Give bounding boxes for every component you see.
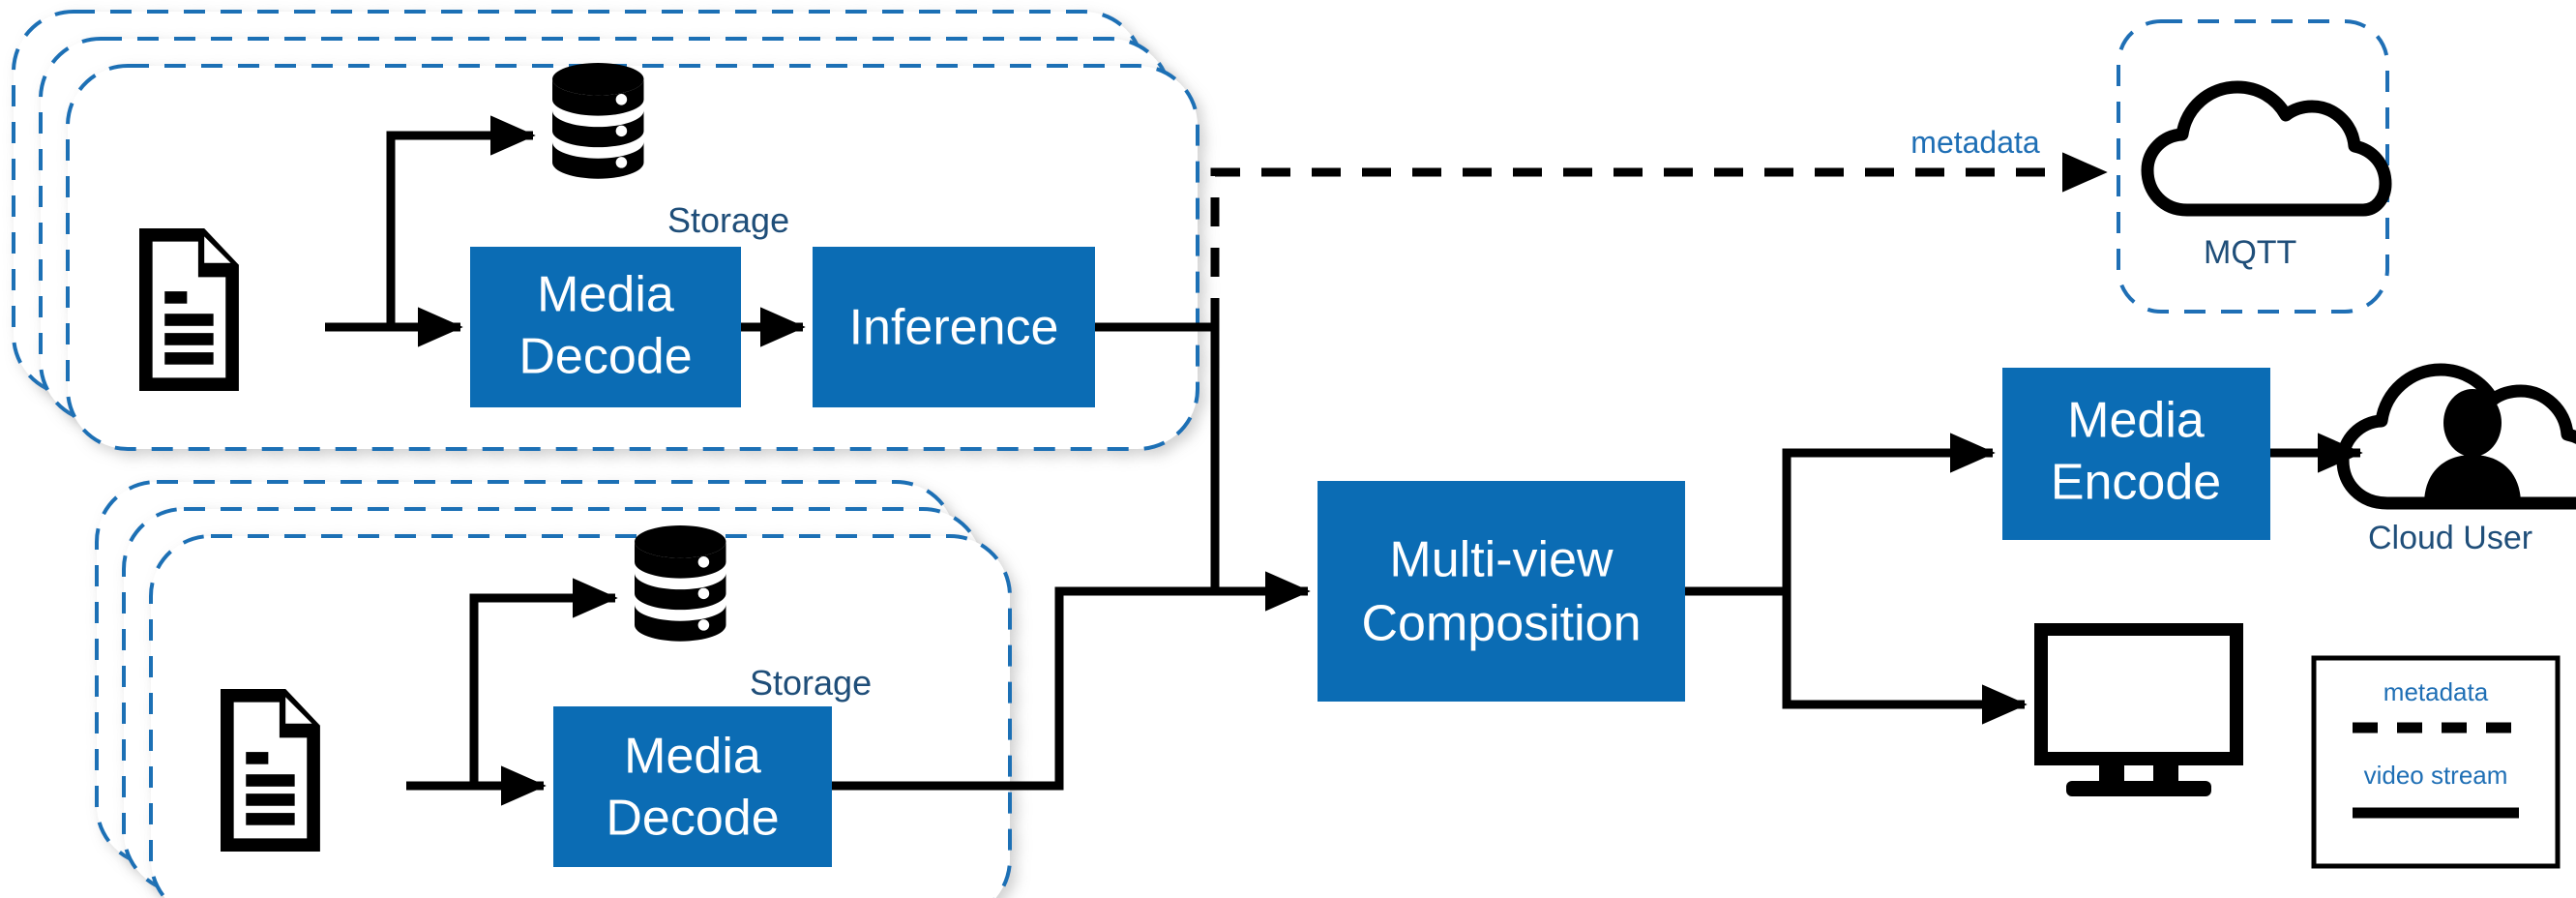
media-encode-box[interactable]: Media Encode [2002,368,2270,540]
edge-doc-to-storage-top [386,115,536,327]
media-decode-label-line1-bottom: Media [624,729,761,785]
cloud-user-icon: Cloud User [2336,363,2576,556]
legend-label-metadata: metadata [2384,677,2489,706]
composition-label-line2: Composition [1361,596,1641,652]
cloud-user-label: Cloud User [2368,520,2532,556]
media-encode-label-line1: Media [2067,393,2205,449]
inference-box[interactable]: Inference [813,247,1095,407]
storage-label-bottom: Storage [750,663,872,703]
bottom-pipeline-edges [406,571,1311,806]
media-decode-box-bottom[interactable]: Media Decode [553,706,832,867]
metadata-edge-label: metadata [1910,125,2040,160]
monitor-icon [2034,623,2243,796]
edge-doc-to-storage-bottom [469,578,618,786]
multi-view-composition-box[interactable]: Multi-view Composition [1318,481,1685,702]
bottom-pipeline-nodes: Storage Media Decode [221,525,872,867]
document-icon [221,689,320,852]
media-decode-label-line2-bottom: Decode [606,791,779,847]
edge-decode-to-composition-bottom [832,571,1311,791]
composition-output-edges [1685,433,2363,725]
media-encode-label-line2: Encode [2051,455,2221,511]
edge-metadata-to-mqtt [1210,152,2108,327]
cloud-icon: MQTT [2141,80,2392,271]
metadata-edge-group: metadata [1210,125,2108,327]
media-decode-label-line2-top: Decode [518,329,692,385]
edge-composition-to-encode [1782,433,1996,591]
top-pipeline-nodes: Storage Media Decode Inference [139,63,1095,407]
inference-label: Inference [849,300,1059,356]
storage-label-top: Storage [667,200,789,240]
media-decode-label-line1-top: Media [537,267,674,323]
mqtt-label: MQTT [2204,234,2296,271]
edge-composition-to-display [1782,591,2028,725]
legend: metadata video stream [2311,655,2561,869]
legend-label-video-stream: video stream [2364,761,2508,790]
media-decode-box-top[interactable]: Media Decode [470,247,741,407]
composition-label-line1: Multi-view [1389,532,1614,588]
document-icon [139,228,239,391]
